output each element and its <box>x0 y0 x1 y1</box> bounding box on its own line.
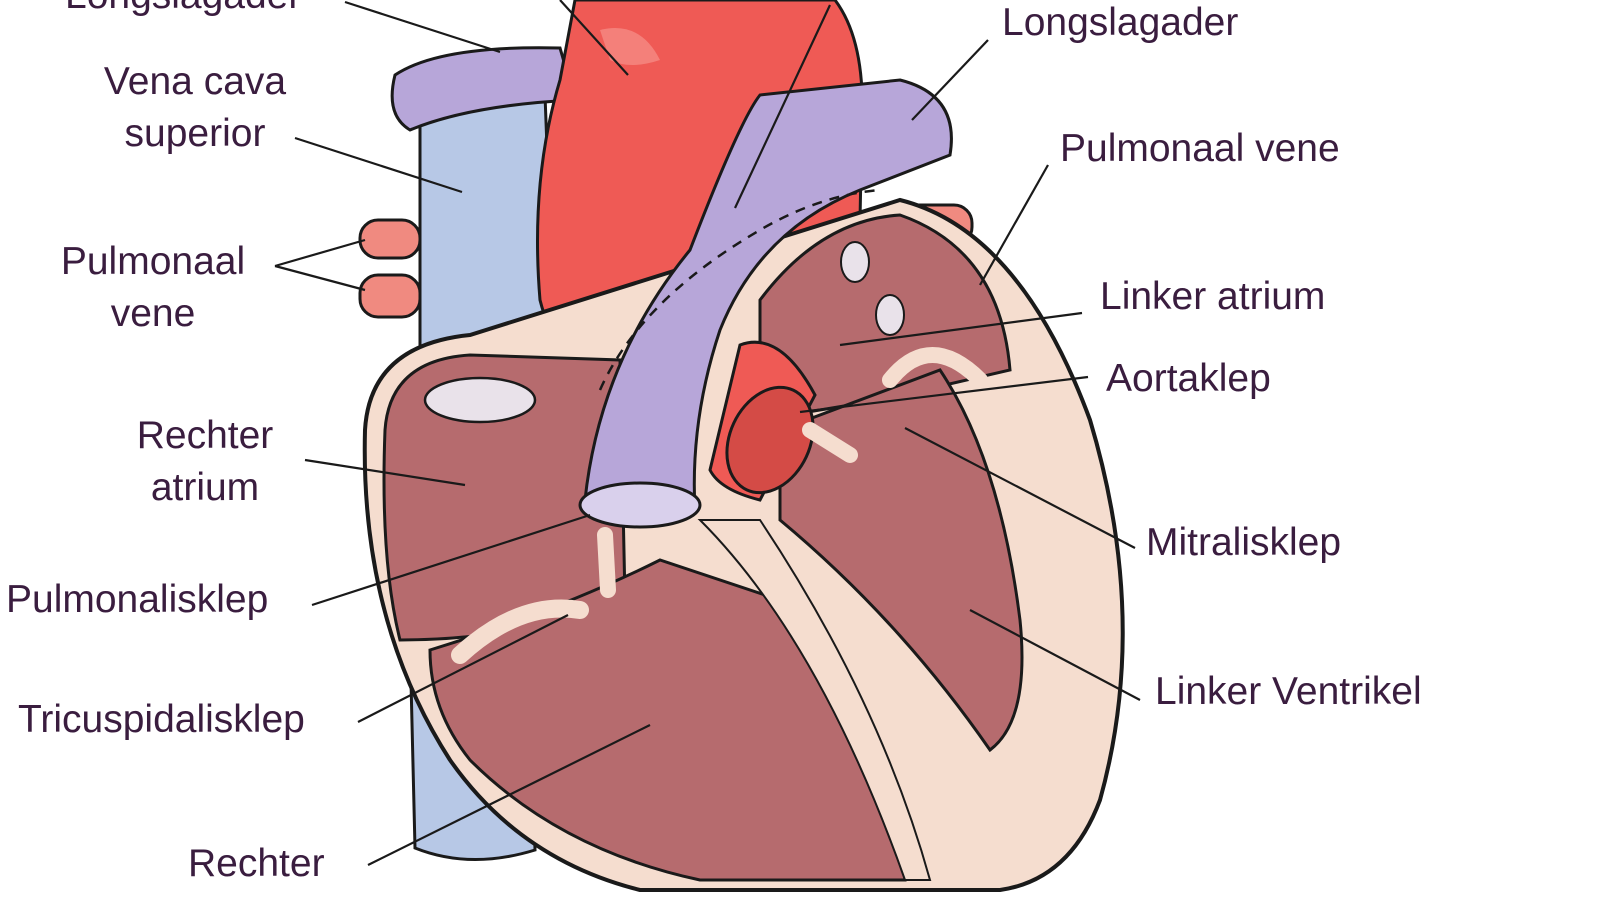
leader-vena-cava-superior <box>294 136 463 194</box>
leader-linker-ventrikel <box>969 609 1141 701</box>
mitral-flap <box>882 347 988 388</box>
coronary-sinus-opening <box>423 376 537 424</box>
label-longslagader-left: Longslagader <box>65 0 301 22</box>
papillary-1 <box>597 527 616 598</box>
papillary-2 <box>802 422 858 463</box>
leader-aorta-mid <box>734 4 831 209</box>
pulmonary-valve-opening <box>578 481 702 529</box>
label-pulmonaal-vene-left: Pulmonaal vene <box>60 240 246 335</box>
label-tricuspidalisklep: Tricuspidalisklep <box>18 698 305 741</box>
leader-pulmonalisklep <box>311 513 591 607</box>
label-linker-ventrikel: Linker Ventrikel <box>1155 670 1422 713</box>
tricuspid-flap <box>451 599 589 664</box>
label-vena-cava-superior: Vena cava superior <box>103 60 287 155</box>
leader-pulmonaal-vene-left-1 <box>274 238 366 268</box>
pulmonary-vein-opening-2 <box>875 294 905 336</box>
leader-longslagader-right <box>911 39 989 121</box>
leader-linker-atrium <box>839 311 1083 347</box>
leader-aortaklep <box>799 375 1089 414</box>
label-linker-atrium: Linker atrium <box>1100 275 1326 318</box>
aorta-highlight <box>600 28 660 65</box>
leader-mitralisklep <box>904 427 1136 549</box>
label-aortaklep: Aortaklep <box>1106 357 1271 400</box>
aortic-valve-ring <box>725 385 815 495</box>
label-pulmonalisklep: Pulmonalisklep <box>6 578 269 621</box>
leader-rechter-atrium <box>304 458 466 487</box>
leader-pulmonaal-vene-right <box>979 164 1049 286</box>
label-rechter-bottom: Rechter <box>188 842 325 885</box>
pulmonary-vein-opening-1 <box>840 241 870 283</box>
leader-pulmonaal-vene-left-2 <box>274 264 366 292</box>
left-ventricle-chamber <box>778 368 1024 753</box>
pulmonary-trunk <box>583 78 953 515</box>
leader-aorta-top <box>559 0 629 76</box>
leader-longslagader-left <box>344 0 501 54</box>
pulmonary-trunk-dashed-edge <box>598 188 881 391</box>
leader-rechter-bottom <box>367 724 651 866</box>
leader-lines <box>274 0 1141 866</box>
pulmonary-vein-left-2 <box>358 273 422 319</box>
septum <box>697 519 932 881</box>
label-pulmonaal-vene-right: Pulmonaal vene <box>1060 127 1340 170</box>
label-rechter-atrium: Rechter atrium <box>136 414 274 509</box>
pulmonary-vein-left-1 <box>358 218 422 260</box>
left-pulmonary-artery-branch <box>390 46 577 132</box>
leader-tricuspidalisklep <box>357 614 569 723</box>
label-mitralisklep: Mitralisklep <box>1146 521 1342 564</box>
label-longslagader-right: Longslagader <box>1002 1 1239 44</box>
